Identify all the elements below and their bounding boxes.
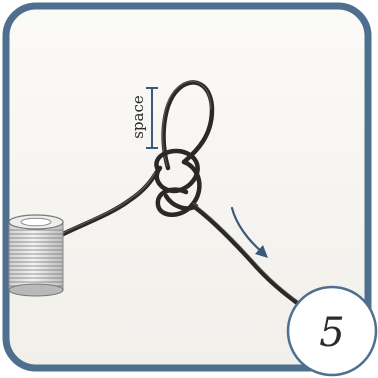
step-badge: 5 xyxy=(288,287,376,375)
spool-icon xyxy=(9,215,63,296)
step-number: 5 xyxy=(319,310,344,356)
space-label: space xyxy=(129,95,147,139)
